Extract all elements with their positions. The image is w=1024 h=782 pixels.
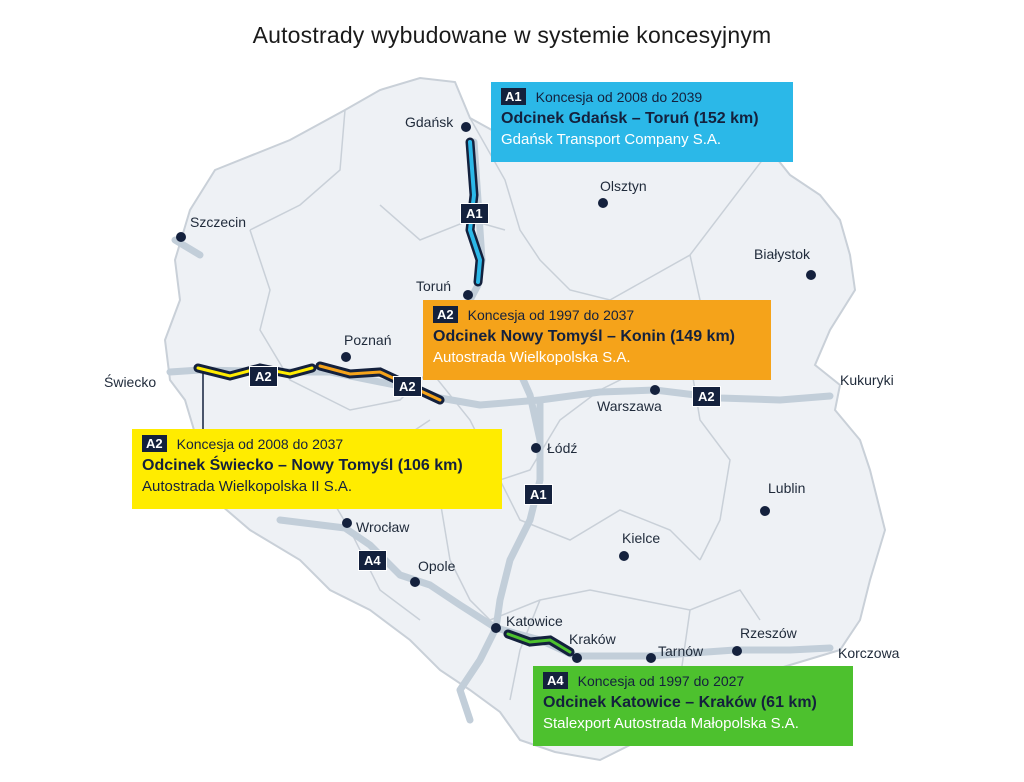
concession-section: Odcinek Katowice – Kraków (61 km) xyxy=(543,694,817,711)
city-label-warszawa: Warszawa xyxy=(597,398,662,414)
concession-code: A2 xyxy=(433,306,458,323)
city-label-swiecko: Świecko xyxy=(104,374,157,390)
concession-section: Odcinek Świecko – Nowy Tomyśl (106 km) xyxy=(142,457,463,474)
city-dot-olsztyn xyxy=(598,198,608,208)
concession-code: A2 xyxy=(142,435,167,452)
concession-box-a4: A4 Koncesja od 1997 do 2027 Odcinek Kato… xyxy=(533,666,853,746)
road-badge-a2-east: A2 xyxy=(692,386,721,407)
city-dot-poznan xyxy=(341,352,351,362)
city-dot-lublin xyxy=(760,506,770,516)
city-label-opole: Opole xyxy=(418,558,456,574)
city-label-gdansk: Gdańsk xyxy=(405,114,454,130)
city-label-olsztyn: Olsztyn xyxy=(600,178,647,194)
road-badge-a1-north: A1 xyxy=(460,203,489,224)
road-badge-a2-center: A2 xyxy=(393,376,422,397)
concession-period: Koncesja od 2008 do 2037 xyxy=(176,435,344,452)
concession-period: Koncesja od 1997 do 2037 xyxy=(467,306,635,323)
a1-concession-route xyxy=(465,137,485,287)
city-label-wroclaw: Wrocław xyxy=(356,519,410,535)
road-badge-a4-west: A4 xyxy=(358,550,387,571)
concession-code: A1 xyxy=(501,88,526,105)
concession-operator: Gdańsk Transport Company S.A. xyxy=(501,131,722,148)
concession-operator: Autostrada Wielkopolska S.A. xyxy=(433,349,631,366)
road-badge-a2-west: A2 xyxy=(249,366,278,387)
city-dot-bialystok xyxy=(806,270,816,280)
concession-period: Koncesja od 1997 do 2027 xyxy=(577,672,745,689)
city-label-kukuryki: Kukuryki xyxy=(840,372,894,388)
concession-box-a2-swiecko: A2 Koncesja od 2008 do 2037 Odcinek Świe… xyxy=(132,429,502,509)
poland-outline xyxy=(163,76,887,762)
city-dot-gdansk xyxy=(461,122,471,132)
concession-period: Koncesja od 2008 do 2039 xyxy=(535,88,703,105)
concession-box-a2-konin: A2 Koncesja od 1997 do 2037 Odcinek Nowy… xyxy=(423,300,771,380)
city-dot-rzeszow xyxy=(732,646,742,656)
concession-section: Odcinek Nowy Tomyśl – Konin (149 km) xyxy=(433,328,735,345)
city-dot-lodz xyxy=(531,443,541,453)
city-dot-torun xyxy=(463,290,473,300)
city-dot-krakow xyxy=(572,653,582,663)
city-label-krakow: Kraków xyxy=(569,631,616,647)
city-dot-opole xyxy=(410,577,420,587)
city-dot-kielce xyxy=(619,551,629,561)
city-label-poznan: Poznań xyxy=(344,332,392,348)
city-dot-wroclaw xyxy=(342,518,352,528)
city-label-lublin: Lublin xyxy=(768,480,806,496)
concession-operator: Autostrada Wielkopolska II S.A. xyxy=(142,478,353,495)
city-label-katowice: Katowice xyxy=(506,613,563,629)
city-label-torun: Toruń xyxy=(416,278,452,294)
city-dot-warszawa xyxy=(650,385,660,395)
city-label-lodz: Łódź xyxy=(547,440,578,456)
city-dot-katowice xyxy=(491,623,501,633)
city-dot-tarnow xyxy=(646,653,656,663)
city-label-rzeszow: Rzeszów xyxy=(740,625,797,641)
a4-concession-route xyxy=(503,629,575,657)
concession-section: Odcinek Gdańsk – Toruń (152 km) xyxy=(501,110,759,127)
city-dot-szczecin xyxy=(176,232,186,242)
concession-box-a1: A1 Koncesja od 2008 do 2039 Odcinek Gdań… xyxy=(491,82,793,162)
city-label-bialystok: Białystok xyxy=(754,246,811,262)
concession-code: A4 xyxy=(543,672,568,689)
map-title: Autostrady wybudowane w systemie koncesy… xyxy=(252,22,772,48)
road-badge-a1-south: A1 xyxy=(524,484,553,505)
city-label-szczecin: Szczecin xyxy=(190,214,247,230)
concession-operator: Stalexport Autostrada Małopolska S.A. xyxy=(543,715,799,732)
city-label-tarnow: Tarnów xyxy=(658,643,704,659)
city-label-kielce: Kielce xyxy=(622,530,661,546)
city-label-korczowa: Korczowa xyxy=(838,645,900,661)
